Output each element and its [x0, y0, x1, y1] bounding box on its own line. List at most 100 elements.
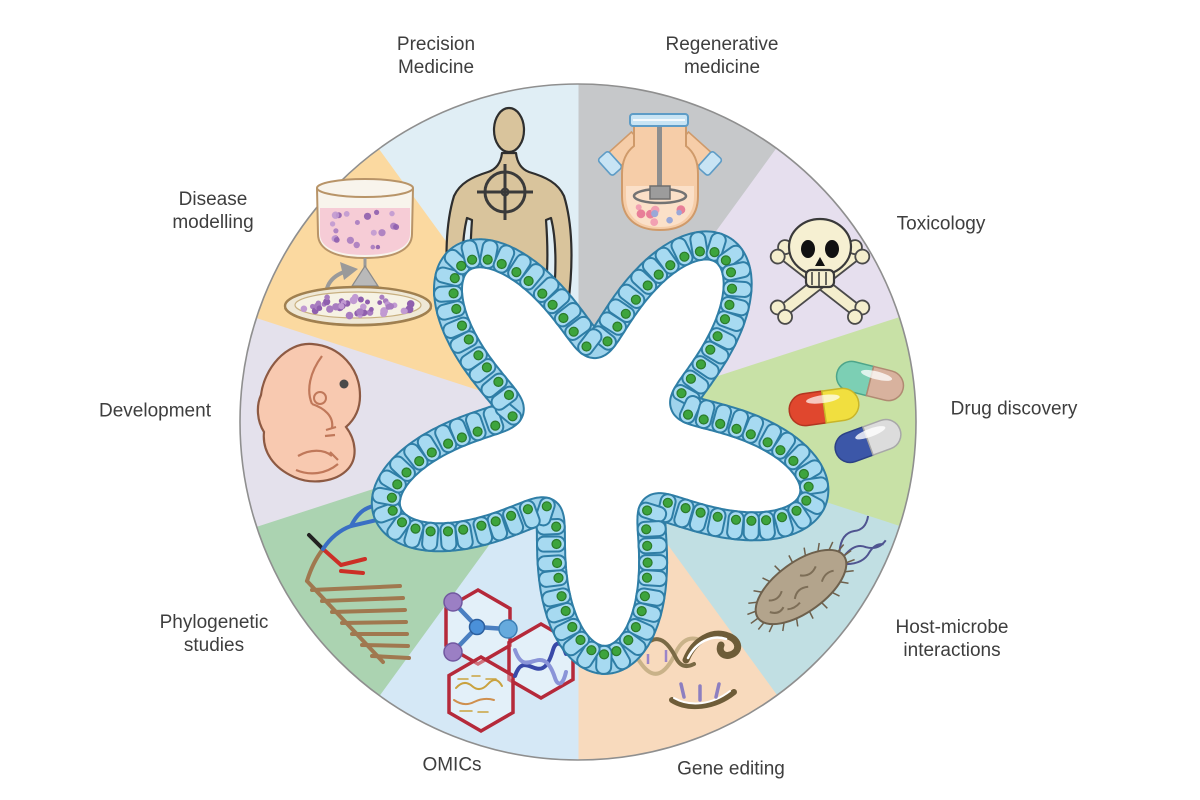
- organoid-dot: [345, 311, 354, 320]
- cell-nucleus: [712, 511, 723, 522]
- organoid-dot: [369, 307, 374, 312]
- cell-nucleus: [642, 540, 653, 552]
- cell-nucleus: [547, 299, 558, 310]
- pilus-line: [821, 602, 828, 609]
- cell-nucleus: [556, 591, 567, 602]
- cell-nucleus: [443, 438, 454, 449]
- organoid-dot: [300, 305, 308, 313]
- cell-nucleus: [662, 497, 673, 508]
- cell-nucleus: [581, 341, 592, 352]
- cell-nucleus: [760, 515, 772, 526]
- cell-nucleus: [642, 280, 653, 291]
- cell-nucleus: [620, 308, 631, 319]
- cell-nucleus: [798, 468, 810, 480]
- segment-label-precision-medicine: Precision Medicine: [396, 33, 476, 78]
- pilus-line: [757, 622, 765, 630]
- pilus-line: [803, 547, 807, 556]
- cell-nucleus: [730, 514, 742, 525]
- pilus-line: [817, 542, 820, 552]
- cell-nucleus: [558, 312, 569, 324]
- cell-nucleus: [612, 321, 623, 332]
- cell-nucleus: [503, 389, 515, 401]
- cell-nucleus: [551, 521, 562, 532]
- organoid-dot: [343, 211, 350, 217]
- pilus-line: [846, 558, 855, 564]
- pilus-line: [808, 611, 814, 619]
- organoid-dot: [387, 303, 395, 310]
- cell-nucleus: [726, 283, 738, 294]
- cell-nucleus: [473, 350, 484, 361]
- cell-nucleus: [694, 246, 706, 257]
- segment-label-development: Development: [99, 400, 211, 422]
- hexagon-spectra: [447, 654, 515, 734]
- cell-nucleus: [724, 299, 735, 310]
- organoid-dot: [379, 294, 385, 300]
- pilus-line: [748, 601, 758, 605]
- cell-nucleus: [506, 510, 517, 521]
- pilus-line: [762, 577, 771, 583]
- cell-nucleus: [456, 320, 468, 331]
- wedge-icons: [256, 106, 905, 734]
- organoid-dot: [375, 244, 381, 250]
- target-crosshair-icon: [477, 164, 533, 220]
- organoid-dot: [349, 296, 358, 305]
- cell-nucleus: [449, 273, 460, 284]
- cell-nucleus: [705, 344, 716, 355]
- cell-nucleus: [496, 258, 507, 270]
- organoid-dot: [389, 210, 395, 217]
- organoid-dot: [380, 310, 388, 318]
- cell-nucleus: [695, 359, 707, 370]
- cell-nucleus: [456, 260, 467, 271]
- cell-nucleus: [775, 445, 786, 456]
- pilus-line: [837, 544, 845, 552]
- cell-nucleus: [602, 336, 613, 347]
- pilus-line: [788, 555, 794, 563]
- cell-nucleus: [451, 303, 462, 315]
- cell-nucleus: [541, 501, 552, 512]
- cell-nucleus: [551, 557, 563, 569]
- cell-nucleus: [680, 503, 691, 514]
- organoid-dot: [329, 221, 336, 227]
- tissue-bit: [650, 218, 659, 227]
- pilus-line: [782, 622, 785, 632]
- organoid-dot: [406, 300, 415, 308]
- pilus-line: [753, 589, 762, 593]
- organoid-dot: [377, 300, 383, 305]
- organoid-dot: [365, 299, 370, 305]
- cell-nucleus: [560, 605, 571, 617]
- pilus-line: [774, 565, 781, 572]
- cell-nucleus: [507, 411, 518, 422]
- cell-nucleus: [410, 523, 421, 534]
- cell-nucleus: [414, 456, 425, 467]
- embryo-icon: [256, 342, 362, 483]
- cell-nucleus: [676, 388, 687, 399]
- cell-nucleus: [803, 481, 814, 492]
- cell-nucleus: [715, 418, 726, 429]
- cell-nucleus: [386, 492, 397, 503]
- organoid-dish-dots: [300, 293, 415, 320]
- cell-nucleus: [523, 275, 534, 287]
- organoid-dot: [333, 228, 339, 234]
- cell-nucleus: [458, 524, 469, 535]
- cell-nucleus: [698, 414, 709, 425]
- cell-nucleus: [679, 251, 690, 262]
- organoid-dot: [353, 241, 360, 249]
- cell-nucleus: [387, 505, 398, 516]
- organoid-dot: [360, 303, 367, 311]
- cell-nucleus: [788, 455, 799, 466]
- cell-nucleus: [522, 504, 534, 515]
- cell-nucleus: [630, 621, 642, 633]
- organoid-dot: [378, 229, 386, 237]
- cell-nucleus: [801, 495, 812, 506]
- cell-nucleus: [490, 516, 501, 527]
- cell-nucleus: [611, 645, 622, 657]
- cell-nucleus: [567, 621, 578, 633]
- cell-nucleus: [709, 247, 720, 258]
- pilus-line: [747, 610, 756, 616]
- cell-nucleus: [791, 505, 802, 516]
- organoid-dot: [338, 303, 345, 310]
- cell-nucleus: [746, 515, 757, 526]
- cell-nucleus: [776, 512, 788, 523]
